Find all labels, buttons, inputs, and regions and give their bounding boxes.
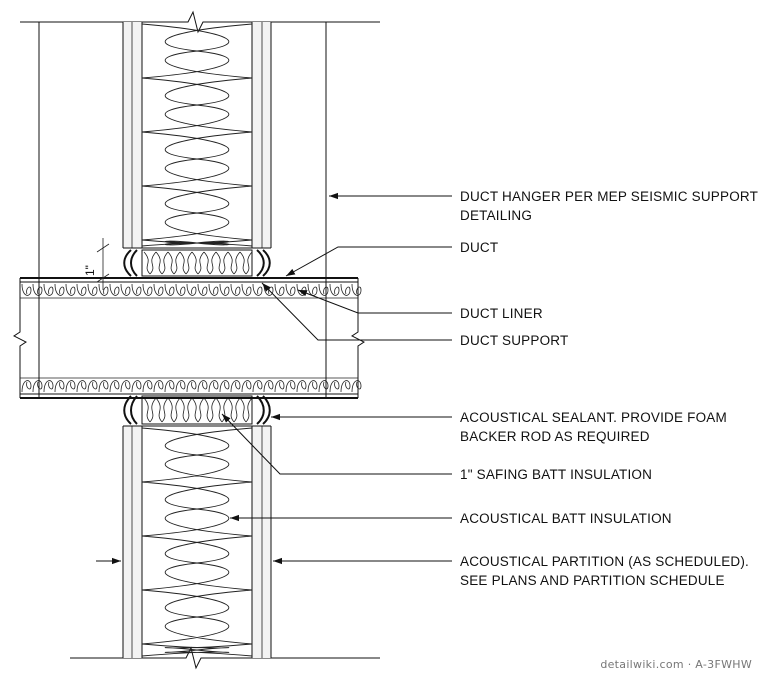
label-safing: 1" SAFING BATT INSULATION — [460, 467, 652, 482]
safing-insulation — [141, 249, 253, 425]
duct-support — [38, 278, 327, 398]
label-partition-line-1: ACOUSTICAL PARTITION (AS SCHEDULED). — [460, 554, 749, 569]
duct-liner-top — [21, 283, 362, 296]
label-duct-support: DUCT SUPPORT — [460, 333, 568, 348]
top-break-line — [20, 10, 380, 34]
acoustical-sealant — [123, 249, 271, 425]
label-partition-line-2: SEE PLANS AND PARTITION SCHEDULE — [460, 573, 725, 588]
duct-hanger-rods — [38, 22, 327, 278]
label-sealant-line-1: ACOUSTICAL SEALANT. PROVIDE FOAM — [460, 410, 727, 425]
label-duct-liner: DUCT LINER — [460, 306, 543, 321]
watermark: detailwiki.com · A-3FWHW — [600, 658, 752, 671]
label-sealant-line-2: BACKER ROD AS REQUIRED — [460, 429, 650, 444]
dimension-1-inch: 1" — [83, 238, 110, 290]
label-duct-hanger-line-1: DUCT HANGER PER MEP SEISMIC SUPPORT — [460, 189, 758, 204]
callout-labels: DUCT HANGER PER MEP SEISMIC SUPPORT DETA… — [460, 189, 758, 588]
dimension-label: 1" — [83, 265, 97, 276]
upper-partition — [122, 22, 272, 249]
label-acoustical-batt: ACOUSTICAL BATT INSULATION — [460, 511, 672, 526]
duct — [13, 277, 365, 399]
upper-batt-insulation — [141, 23, 253, 247]
leader-lines — [96, 192, 452, 565]
lower-partition — [122, 425, 272, 658]
label-duct: DUCT — [460, 240, 498, 255]
label-duct-hanger-line-2: DETAILING — [460, 208, 532, 223]
lower-batt-insulation — [141, 427, 253, 657]
bottom-break-line — [70, 646, 380, 670]
duct-liner-bottom — [21, 380, 362, 393]
